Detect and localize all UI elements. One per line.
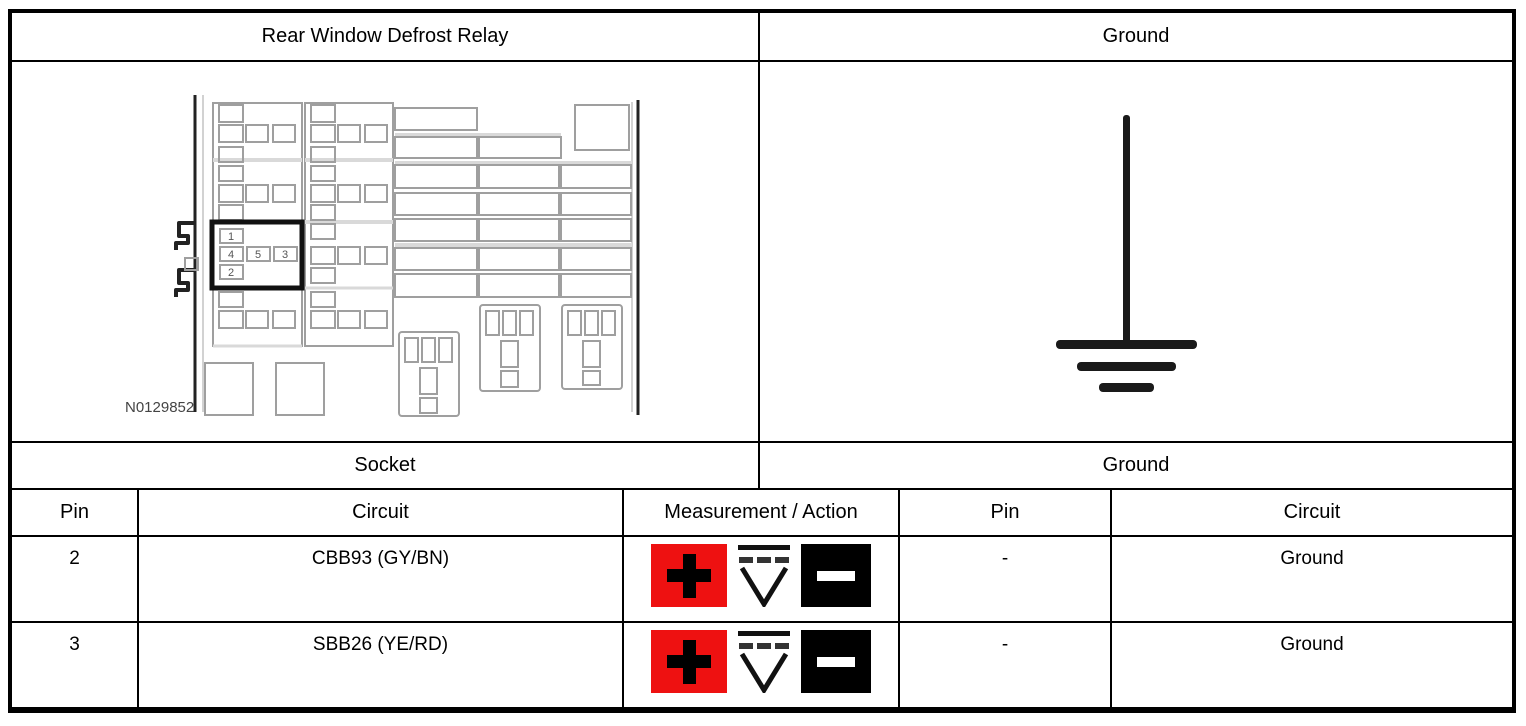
cavity-pin-label: 2 [228, 267, 234, 279]
panel-clip-icon [174, 221, 196, 250]
pin-value: 3 [12, 623, 139, 707]
fuse-box-diagram-svg: 1 4 5 3 2 N0129852 [125, 95, 640, 417]
col-header-circuit: Circuit [139, 490, 624, 537]
table-header-row: Pin Circuit Measurement / Action Pin Cir… [12, 490, 1512, 537]
connector-block [561, 304, 623, 390]
ground-symbol-cell [760, 62, 1512, 443]
pin-value: 2 [12, 537, 139, 623]
col-header-pin-2: Pin [900, 490, 1112, 537]
measurement-action [624, 537, 900, 623]
cavity-pin-label: 3 [282, 249, 288, 261]
cavity-pin-label: 5 [255, 249, 261, 261]
col-header-pin: Pin [12, 490, 139, 537]
col-header-measurement: Measurement / Action [624, 490, 900, 537]
component-title: Rear Window Defrost Relay [12, 13, 760, 62]
measurement-action [624, 623, 900, 707]
dc-voltmeter-icon [738, 545, 790, 607]
image-row: 1 4 5 3 2 N0129852 [12, 62, 1512, 443]
ground-symbol-icon [1056, 115, 1197, 392]
negative-probe-icon [801, 630, 871, 693]
cavity-pin-label: 1 [228, 231, 234, 243]
circuit-value: CBB93 (GY/BN) [139, 537, 624, 623]
circuit-value: SBB26 (YE/RD) [139, 623, 624, 707]
negative-probe-icon [801, 544, 871, 607]
sublabel-row: Socket Ground [12, 443, 1512, 490]
measure-circuit-value: Ground [1280, 634, 1344, 655]
title-row: Rear Window Defrost Relay Ground [12, 13, 1512, 62]
highlighted-relay-socket: 1 4 5 3 2 [209, 219, 305, 291]
fuse-box-diagram: 1 4 5 3 2 N0129852 [12, 62, 760, 443]
measure-circuit-value: Ground [1112, 537, 1512, 623]
figure-label: N0129852 [125, 399, 194, 416]
cavity-pin-label: 4 [228, 249, 234, 261]
table-row: 2 CBB93 (GY/BN) - Ground [12, 537, 1512, 623]
ground-label: Ground [760, 443, 1512, 490]
col-header-circuit-2: Circuit [1112, 490, 1512, 537]
table-row: 3 SBB26 (YE/RD) - Ground [12, 623, 1512, 707]
dc-voltmeter-icon [738, 631, 790, 693]
panel-clip-icon [174, 268, 196, 297]
connector-block [479, 304, 541, 392]
measure-pin-value: - [900, 537, 1112, 623]
reference-title: Ground [760, 13, 1512, 62]
table-frame: Rear Window Defrost Relay Ground [8, 9, 1516, 713]
connector-block [398, 331, 460, 417]
positive-probe-icon [651, 630, 727, 693]
positive-probe-icon [651, 544, 727, 607]
socket-label: Socket [12, 443, 760, 490]
measure-pin-value: - [900, 623, 1112, 707]
